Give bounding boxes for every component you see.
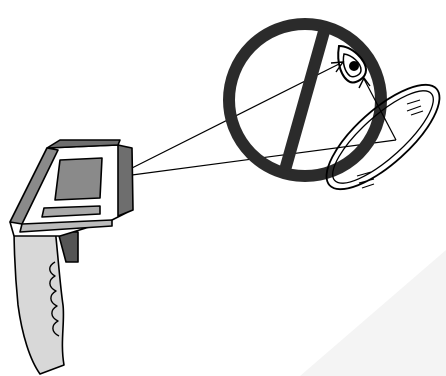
prohibition-circle — [223, 18, 387, 182]
prohibition-slash — [279, 26, 331, 172]
thermometer-top-panel — [46, 139, 121, 149]
eye-pupil — [349, 61, 359, 71]
thermometer-nozzle — [117, 144, 134, 217]
infrared-thermometer — [9, 139, 134, 375]
thermometer-base-band — [19, 219, 113, 233]
mirror-inner-ring — [332, 90, 434, 184]
reflected-beam — [358, 76, 397, 141]
mirror-glare-marks — [356, 99, 424, 189]
handle-grip-notches — [49, 261, 60, 337]
paper-shadow — [300, 250, 446, 376]
eye-icon — [337, 44, 368, 84]
reflective-surface — [325, 83, 441, 191]
thermometer-side-panel — [9, 147, 59, 225]
thermometer-handle — [13, 224, 65, 375]
reflected-beam-arrowhead — [358, 76, 371, 89]
direct-beam-arrowhead — [330, 61, 345, 73]
thermometer-display-screen — [54, 157, 103, 201]
thermometer-button-strip — [41, 205, 101, 218]
prohibition-sign — [223, 18, 387, 182]
mirror-outer-ring — [325, 83, 441, 191]
